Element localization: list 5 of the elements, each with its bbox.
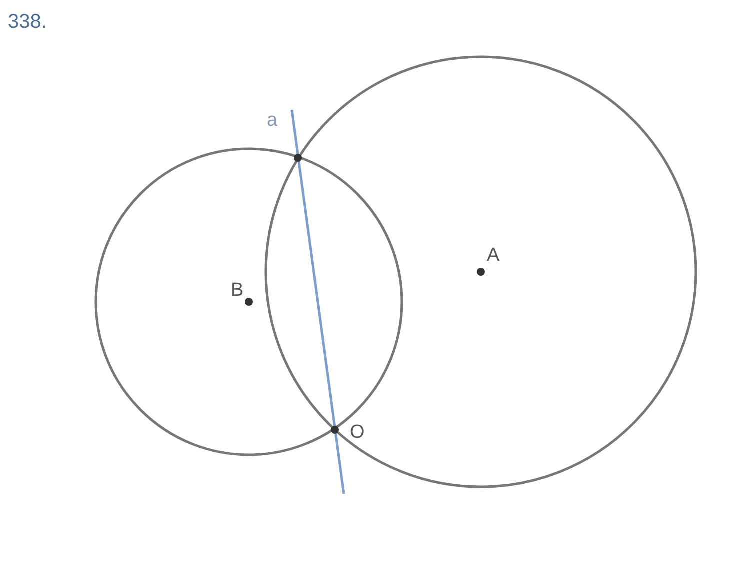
- point-label: A: [487, 246, 500, 265]
- point-label: O: [350, 423, 365, 442]
- line-label: a: [267, 111, 278, 130]
- problem-number: 338.: [8, 12, 47, 32]
- point-label: B: [231, 281, 244, 300]
